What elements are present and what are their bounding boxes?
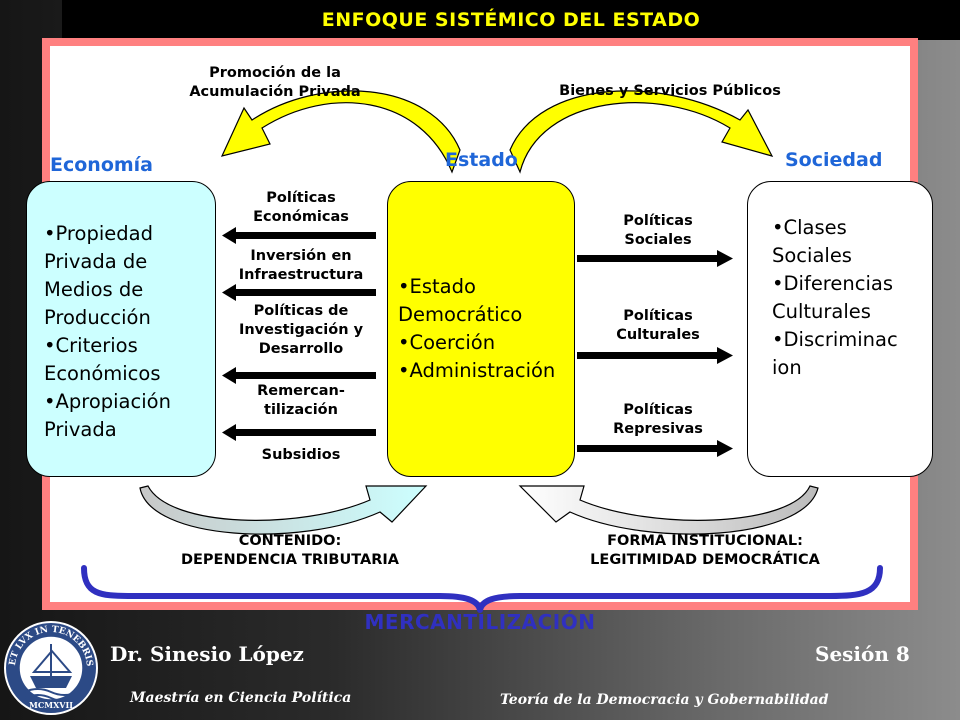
label-line: LEGITIMIDAD DEMOCRÁTICA [590,552,820,568]
label-politicas-sociales: Políticas Sociales [585,212,731,250]
label-promocion: Promoción de la Acumulación Privada [155,64,395,102]
curved-arrow-promocion [220,90,461,174]
footer-program: Maestría en Ciencia Política [130,690,352,706]
footer-session: Sesión 8 [815,642,910,666]
footer-course: Teoría de la Democracia y Gobernabilidad [500,692,829,708]
label-line: Desarrollo [258,341,344,357]
estado-item: Estado Democrático [398,273,570,329]
right-arrow-group [577,250,733,457]
left-arrow-group [222,227,376,441]
label-politicas-economicas: Políticas Económicas [228,189,374,227]
label-line: Remercan- [257,383,345,399]
section-label-sociedad: Sociedad [785,149,883,171]
estado-item: Administración [398,357,570,385]
label-line: Inversión en [250,248,352,264]
label-politicas-culturales: Políticas Culturales [585,307,731,345]
mercantilizacion-brace [81,565,883,613]
sociedad-item: Diferencias Culturales [772,270,928,326]
section-label-economia: Economía [50,154,154,176]
curved-arrow-contenido [139,485,428,535]
slide-title: ENFOQUE SISTÉMICO DEL ESTADO [62,0,960,40]
label-line: Políticas [266,190,336,206]
label-promocion-line1: Promoción de la [209,65,341,81]
label-line: tilización [264,402,338,418]
label-contenido: CONTENIDO: DEPENDENCIA TRIBUTARIA [140,532,440,570]
label-line: Políticas [623,213,693,229]
label-bienes: Bienes y Servicios Públicos [559,83,781,99]
label-remercan: Remercan- tilización [228,382,374,420]
label-line: FORMA INSTITUCIONAL: [607,533,803,549]
estado-item: Coerción [398,329,570,357]
economia-box: Propiedad Privada de Medios de Producció… [26,181,216,477]
label-subsidios: Subsidios [261,447,341,463]
label-line: Políticas [623,308,693,324]
label-line: Investigación y [238,322,364,338]
curved-arrow-bienes [509,90,774,174]
label-line: Culturales [616,327,700,343]
label-line: Sociales [624,232,692,248]
estado-box: Estado Democrático Coerción Administraci… [387,181,575,477]
label-inversion: Inversión en Infraestructura [222,247,380,285]
label-line: Económicas [253,209,349,225]
label-mercantilizacion: MERCANTILIZACIÓN [364,610,596,634]
section-label-estado: Estado [445,149,518,171]
label-politicas-represivas: Políticas Represivas [585,401,731,439]
label-line: Infraestructura [238,267,364,283]
label-investigacion: Políticas de Investigación y Desarrollo [222,302,380,359]
label-line: DEPENDENCIA TRIBUTARIA [180,552,400,568]
sociedad-item: Clases Sociales [772,214,928,270]
label-line: Políticas de [253,303,349,319]
label-line: Políticas [623,402,693,418]
label-promocion-line2: Acumulación Privada [189,84,361,100]
economia-item: Criterios Económicos [44,332,209,388]
sociedad-item: Discriminac ion [772,326,928,382]
footer-author: Dr. Sinesio López [110,642,304,666]
label-line: CONTENIDO: [238,533,342,549]
economia-item: Propiedad Privada de Medios de Producció… [44,220,209,332]
label-forma-institucional: FORMA INSTITUCIONAL: LEGITIMIDAD DEMOCRÁ… [545,532,865,570]
economia-item: Apropiación Privada [44,388,209,444]
curved-arrow-forma [518,485,819,535]
label-line: Represivas [613,421,703,437]
sociedad-box: Clases Sociales Diferencias Culturales D… [747,181,933,477]
